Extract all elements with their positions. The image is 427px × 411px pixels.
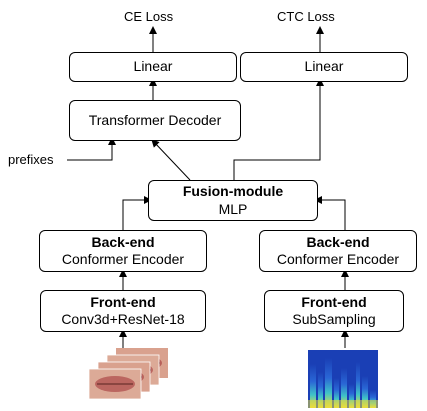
frontend-left-title: Front-end (90, 293, 156, 310)
frontend-left-subtitle: Conv3d+ResNet-18 (61, 311, 185, 327)
arrow-fusion-to-linear-ctc (233, 78, 324, 180)
lips-video-frames-icon (88, 348, 168, 400)
linear-ce-label: Linear (133, 58, 173, 75)
transformer-decoder-label: Transformer Decoder (88, 111, 222, 128)
frontend-right-title: Front-end (301, 293, 367, 310)
arrow-fusion-to-decoder (151, 139, 191, 181)
backend-right-title: Back-end (306, 233, 370, 250)
arrow-backend-left-to-fusion (122, 196, 152, 230)
transformer-decoder-box: Transformer Decoder (69, 100, 241, 141)
ctc-loss-label: CTC Loss (277, 9, 335, 24)
spectrogram-icon (308, 350, 378, 408)
backend-left-subtitle: Conformer Encoder (61, 251, 185, 267)
fusion-module-box: Fusion-module MLP (148, 180, 318, 221)
frontend-left-box: Front-end Conv3d+ResNet-18 (40, 290, 206, 332)
fusion-module-title: Fusion-module (182, 183, 284, 199)
frontend-right-box: Front-end SubSampling (264, 290, 404, 332)
ce-loss-label: CE Loss (124, 9, 174, 24)
arrow-prefixes-to-decoder (67, 137, 116, 161)
linear-ctc-label: Linear (304, 58, 344, 75)
backend-left-title: Back-end (91, 233, 155, 250)
fusion-module-subtitle: MLP (218, 200, 248, 217)
backend-left-box: Back-end Conformer Encoder (39, 230, 207, 272)
backend-right-box: Back-end Conformer Encoder (259, 230, 417, 272)
arrow-backend-right-to-fusion (314, 196, 346, 230)
linear-ce-box: Linear (69, 52, 237, 82)
linear-ctc-box: Linear (240, 52, 408, 82)
frontend-right-subtitle: SubSampling (292, 311, 376, 327)
backend-right-subtitle: Conformer Encoder (276, 251, 400, 267)
prefixes-label: prefixes (8, 152, 54, 167)
